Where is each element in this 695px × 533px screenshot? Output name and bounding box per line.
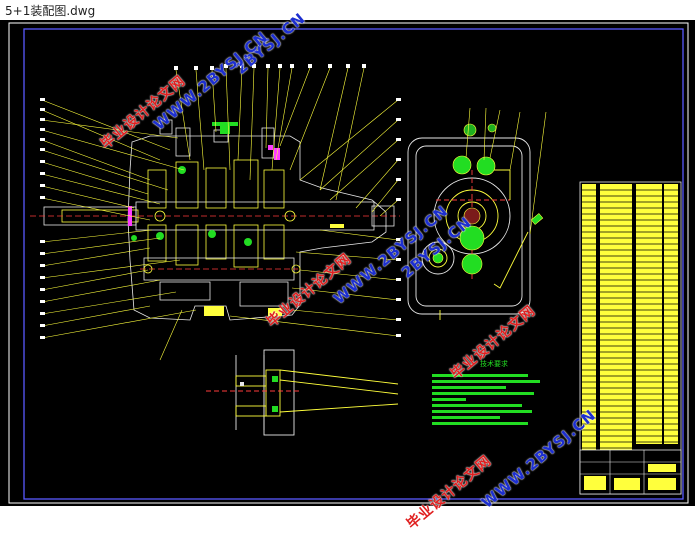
cad-drawing: 技术要求 [8,22,689,504]
part-number-ticks [40,64,401,339]
window-title: 5+1装配图.dwg [5,4,96,18]
leader-lines-top [175,67,365,201]
detail-view-fill [240,376,278,412]
leader-lines-left [41,99,197,361]
outer-border [8,22,689,504]
title-bar: 5+1装配图.dwg [0,0,695,21]
side-view-green-gears [432,123,544,275]
parts-list-table [579,181,682,495]
notes-heading: 技术要求 [480,359,508,368]
technical-notes: 技术要求 [432,359,540,425]
leader-lines-right [229,99,399,337]
drawing-frame [23,28,684,500]
main-section-view [30,119,400,321]
detail-view [206,349,399,436]
drawing-canvas[interactable]: 技术要求 [0,9,695,533]
side-view-leaders [465,107,547,235]
